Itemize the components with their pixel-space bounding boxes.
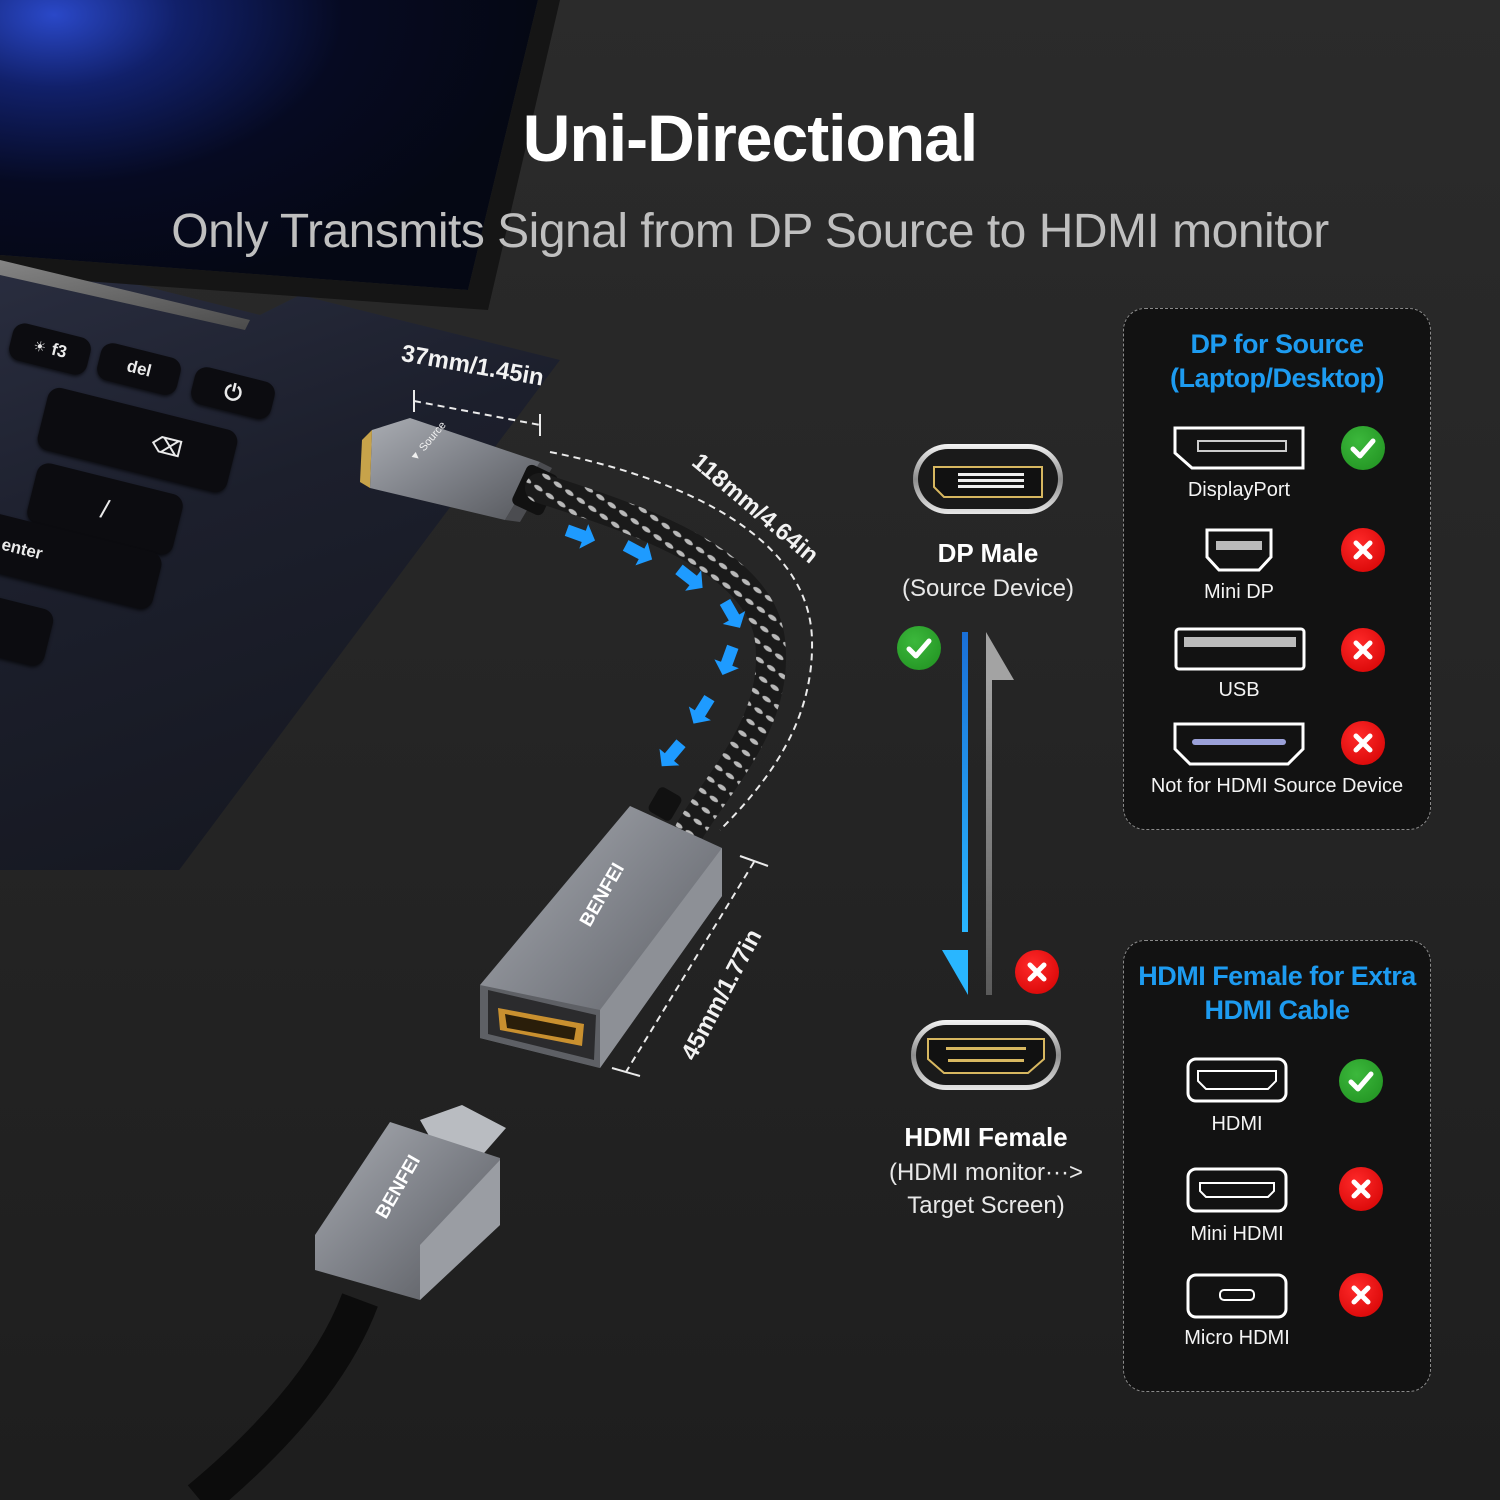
mini-hdmi-icon: [1186, 1167, 1288, 1213]
source-panel-title-1: DP for Source: [1190, 329, 1364, 359]
check-icon: [1339, 1059, 1383, 1103]
source-panel-title-2: (Laptop/Desktop): [1170, 363, 1385, 393]
hdmi-female-label: HDMI Female: [904, 1122, 1068, 1152]
dp-plug: [360, 418, 558, 522]
dp-male-sublabel: (Source Device): [901, 575, 1075, 602]
hdmi-female-port-icon: [911, 1020, 1061, 1090]
check-icon: [1341, 426, 1385, 470]
dimension-lines: [413, 390, 814, 1077]
forward-arrow-icon: [942, 632, 968, 995]
cross-icon: [1341, 628, 1385, 672]
page-subtitle: Only Transmits Signal from DP Source to …: [171, 205, 1329, 258]
cross-icon: [1339, 1273, 1383, 1317]
cross-icon: [1341, 721, 1385, 765]
hdmi-female-adapter: [480, 787, 722, 1068]
hdmi-icon: [1186, 1057, 1288, 1103]
page-title: Uni-Directional: [522, 101, 978, 175]
displayport-icon: [1173, 426, 1305, 470]
hdmi-female-sublabel-2: Target Screen): [907, 1192, 1065, 1219]
output-panel-title-2: HDMI Cable: [1204, 995, 1350, 1025]
reverse-arrow-icon: [986, 632, 1014, 995]
signal-flow-arrows: [564, 524, 746, 767]
dp-male-port-icon: [913, 444, 1063, 514]
mini-dp-icon: [1205, 528, 1273, 572]
check-icon: [897, 626, 941, 670]
cross-icon: [1015, 950, 1059, 994]
source-compatibility-panel: DP for Source (Laptop/Desktop) DisplayPo…: [1123, 308, 1431, 830]
micro-hdmi-icon: [1186, 1273, 1288, 1319]
braided-cable: [525, 473, 787, 845]
dp-male-label: DP Male: [937, 538, 1039, 568]
cross-icon: [1339, 1167, 1383, 1211]
laptop-screen: [0, 0, 538, 290]
usb-icon: [1174, 627, 1306, 671]
output-compatibility-panel: HDMI Female for Extra HDMI Cable HDMI Mi…: [1123, 940, 1431, 1392]
hdmi-icon: [1173, 722, 1305, 766]
hdmi-male-plug: [187, 1105, 506, 1500]
cross-icon: [1341, 528, 1385, 572]
output-panel-title-1: HDMI Female for Extra: [1138, 961, 1416, 991]
hdmi-female-sublabel-1: (HDMI monitor···>: [888, 1159, 1083, 1186]
